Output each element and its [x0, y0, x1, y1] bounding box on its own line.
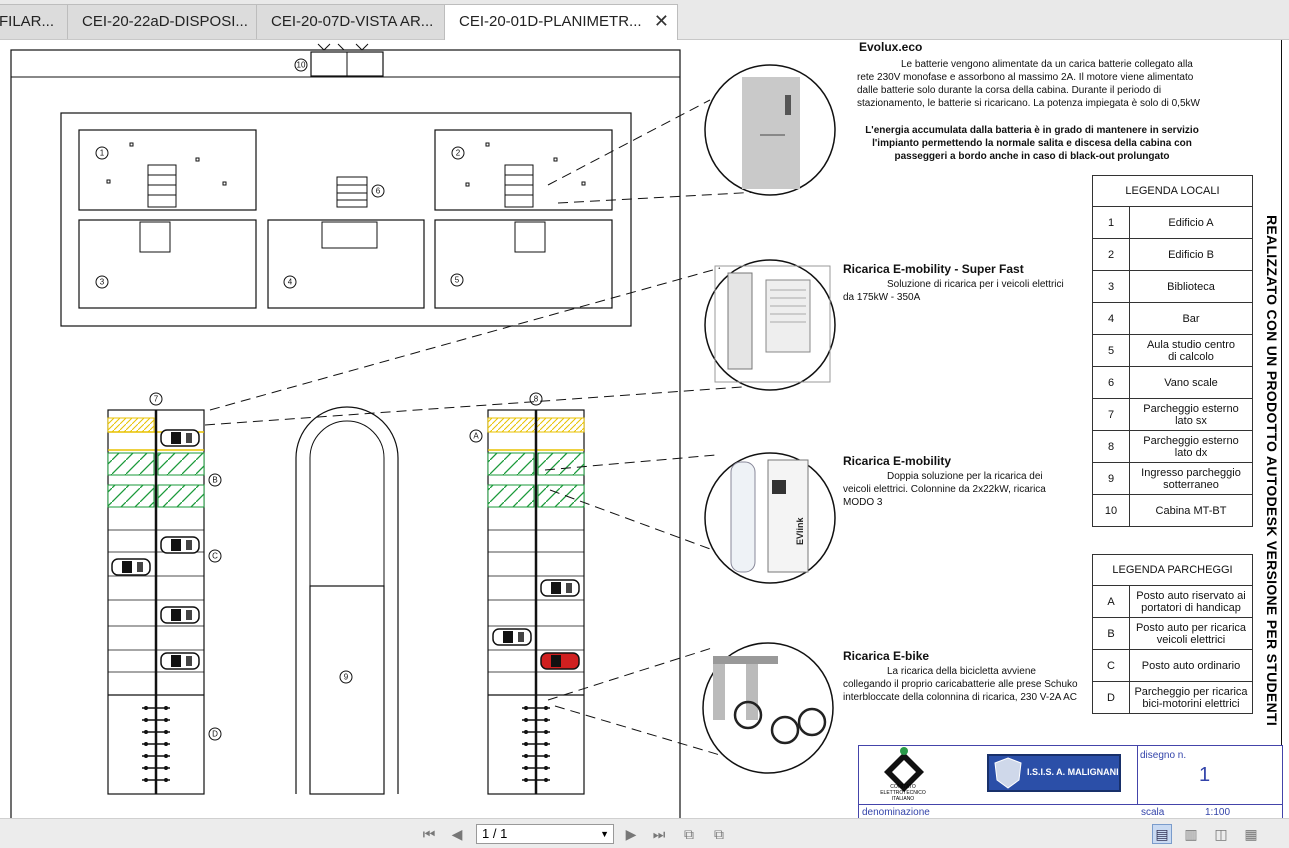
committee-label: COMITATO ELETTROTECNICO ITALIANO: [880, 784, 926, 802]
marker-7: 7: [154, 395, 159, 404]
last-page-icon[interactable]: ⏭: [652, 826, 666, 842]
marker-1: 1: [100, 149, 105, 158]
single-page-view-icon[interactable]: ▤: [1152, 824, 1172, 844]
tab-label: CEI-20-22aD-DISPOSI...: [82, 13, 248, 30]
floor-plan-drawing: 1 2 3 4 5 6 7 8 9 10 A B C D: [10, 43, 836, 818]
page-selector-value: 1 / 1: [482, 826, 508, 841]
marker-a: A: [473, 432, 479, 441]
two-page-view-icon[interactable]: ◫: [1214, 826, 1228, 842]
superfast-title: Ricarica E-mobility - Super Fast: [843, 262, 1024, 276]
school-logo: I.S.I.S. A. MALIGNANI: [987, 754, 1121, 792]
denominazione-label: denominazione: [862, 807, 930, 818]
marker-9: 9: [344, 673, 349, 682]
continuous-view-icon[interactable]: ▥: [1184, 826, 1198, 842]
ebike-body: La ricarica della bicicletta avviene col…: [843, 666, 1078, 703]
close-tab-icon[interactable]: ✕: [653, 11, 669, 31]
school-name: I.S.I.S. A. MALIGNANI: [1027, 767, 1119, 777]
next-view-icon[interactable]: ⧉: [714, 826, 724, 842]
tab-cei-20-01d[interactable]: CEI-20-01D-PLANIMETR... ✕: [444, 4, 678, 40]
tab-cei-20-07d[interactable]: CEI-20-07D-VISTA AR...: [256, 4, 446, 39]
evolux-body: Le batterie vengono alimentate da un car…: [857, 59, 1200, 109]
scala-label: scala: [1141, 807, 1165, 818]
marker-10: 10: [297, 61, 306, 70]
sheet-border: [1281, 40, 1282, 818]
drawing-number-label: disegno n.: [1140, 750, 1187, 761]
evlink-brand: EVlink: [795, 516, 805, 545]
viewer-toolbar: ⏮ ◀ 1 / 1 ▼ ▶ ⏭ ⧉ ⧉ ▤ ▥ ◫ ▦: [0, 818, 1289, 848]
legenda-locali-title: LEGENDA LOCALI: [1092, 175, 1253, 207]
evolux-highlight: L'energia accumulata dalla batteria è in…: [865, 125, 1199, 162]
first-page-icon[interactable]: ⏮: [422, 826, 436, 842]
previous-view-icon[interactable]: ⧉: [684, 826, 694, 842]
drawing-number-cell: disegno n. 1: [1137, 746, 1283, 804]
vertical-note-text: REALIZZATO CON UN PRODOTTO AUTODESK VERS…: [1264, 215, 1280, 727]
title-block-logos: COMITATO ELETTROTECNICO ITALIANO I.S.I.S…: [859, 746, 1138, 804]
tab-label: FILAR...: [0, 13, 55, 30]
drawing-sheet: 1 2 3 4 5 6 7 8 9 10 A B C D: [0, 40, 1289, 818]
evolux-title: Evolux.eco: [859, 40, 923, 54]
marker-6: 6: [376, 187, 381, 196]
two-page-continuous-icon[interactable]: ▦: [1244, 826, 1258, 842]
marker-4: 4: [288, 278, 293, 287]
tab-bar: FILAR... CEI-20-22aD-DISPOSI... CEI-20-0…: [0, 0, 1289, 40]
emobility-title: Ricarica E-mobility: [843, 454, 952, 468]
emobility-body: Doppia soluzione per la ricarica dei vei…: [843, 471, 1046, 508]
tab-cei-20-22ad[interactable]: CEI-20-22aD-DISPOSI...: [67, 4, 257, 39]
legenda-parcheggi-title: LEGENDA PARCHEGGI: [1092, 554, 1253, 586]
chevron-down-icon: ▼: [600, 829, 609, 839]
marker-b: B: [212, 476, 217, 485]
drawing-number-value: 1: [1199, 764, 1211, 786]
title-block-divider: [859, 804, 1283, 805]
marker-d: D: [212, 730, 218, 739]
marker-3: 3: [100, 278, 105, 287]
page-selector[interactable]: 1 / 1 ▼: [476, 824, 614, 844]
tab-label: CEI-20-01D-PLANIMETR...: [459, 13, 642, 30]
vertical-note: REALIZZATO CON UN PRODOTTO AUTODESK VERS…: [1262, 215, 1284, 755]
marker-5: 5: [455, 276, 460, 285]
marker-2: 2: [456, 149, 461, 158]
marker-c: C: [212, 552, 218, 561]
shield-icon: [994, 757, 1022, 789]
tab-label: CEI-20-07D-VISTA AR...: [271, 13, 434, 30]
previous-page-icon[interactable]: ◀: [451, 826, 463, 842]
next-page-icon[interactable]: ▶: [625, 826, 637, 842]
scala-value: 1:100: [1205, 807, 1231, 818]
cei-logo-icon: [884, 747, 924, 792]
marker-8: 8: [534, 395, 539, 404]
tab-filar[interactable]: FILAR...: [0, 4, 68, 39]
superfast-body: Soluzione di ricarica per i veicoli elet…: [843, 279, 1064, 303]
title-block: COMITATO ELETTROTECNICO ITALIANO I.S.I.S…: [858, 745, 1283, 818]
ebike-title: Ricarica E-bike: [843, 649, 930, 663]
